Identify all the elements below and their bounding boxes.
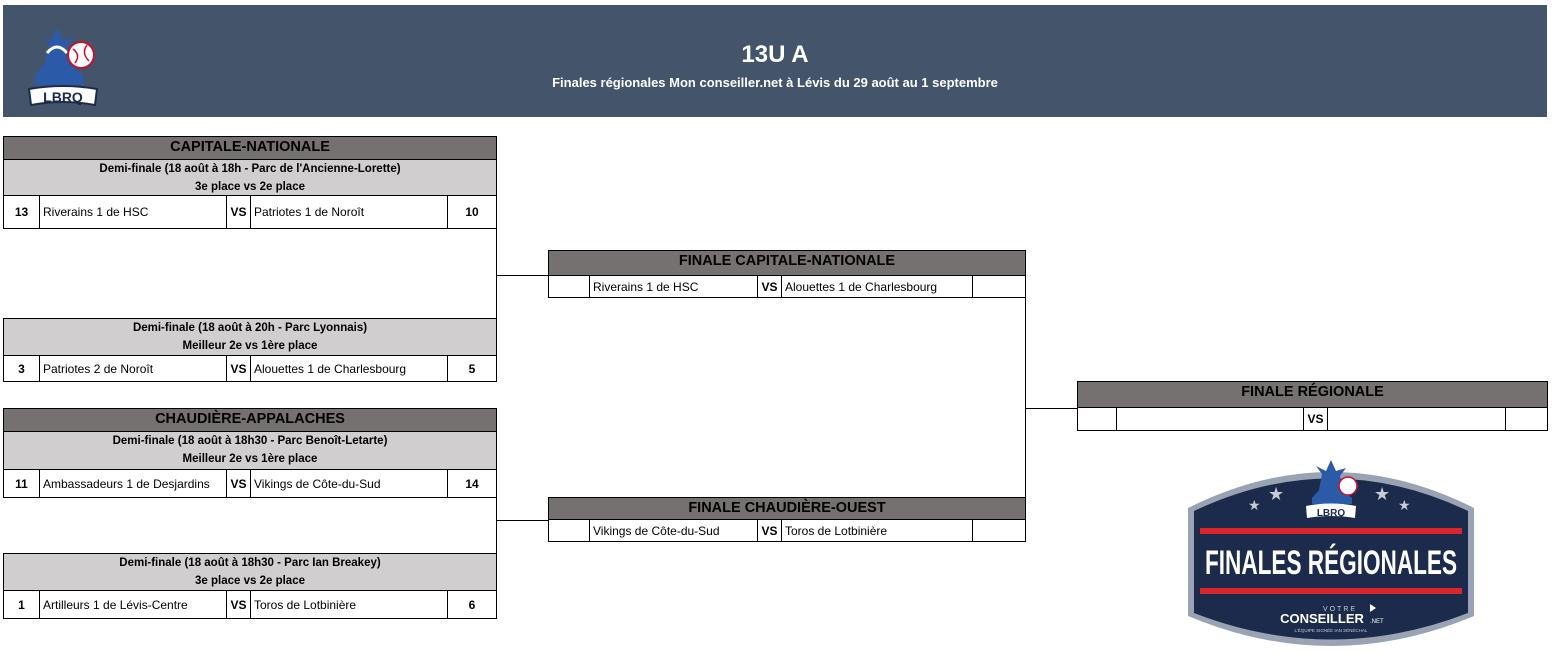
section-header-capitale: CAPITALE-NATIONALE [3,136,497,160]
match-row-capitale-1: 13 Riverains 1 de HSC VS Patriotes 1 de … [3,196,497,229]
match-row-chaudiere-2: 1 Artilleurs 1 de Lévis-Centre VS Toros … [3,591,497,619]
svg-text:FINALES RÉGIONALES: FINALES RÉGIONALES [1205,544,1457,582]
match-row-capitale-2: 3 Patriotes 2 de Noroît VS Alouettes 1 d… [3,356,497,382]
lbrq-logo: LBRQ [27,27,99,107]
semi-header-line1: Demi-finale (18 août à 18h - Parc de l'A… [99,163,401,175]
svg-text:LBRQ: LBRQ [43,89,83,105]
vs-label: VS [227,470,251,497]
team-cell: Ambassadeurs 1 de Desjardins [40,470,227,497]
bracket-line [496,275,549,276]
team-cell: Toros de Lotbinière [251,591,448,618]
score-cell [973,520,1025,541]
bracket-line [496,520,549,521]
team-cell: Patriotes 2 de Noroît [40,356,227,381]
bracket-line [496,229,497,318]
team-cell: Riverains 1 de HSC [590,276,758,297]
svg-text:LBRQ: LBRQ [1317,508,1346,519]
score-cell: 10 [465,205,479,219]
vs-label: VS [227,591,251,618]
section-header-final-regionale: FINALE RÉGIONALE [1077,381,1548,408]
score-cell: 6 [468,597,476,612]
star-icon: ★ [1398,498,1411,514]
semi-header-capitale-2: Demi-finale (18 août à 20h - Parc Lyonna… [3,318,497,356]
vs-label: VS [1304,408,1328,430]
score-cell: 5 [468,361,476,376]
vs-label: VS [227,356,251,381]
score-cell: 3 [4,356,40,381]
team-cell [1117,408,1304,430]
section-header-chaudiere: CHAUDIÈRE-APPALACHES [3,408,497,432]
vs-label: VS [227,196,251,228]
team-cell [1328,408,1506,430]
team-cell: Patriotes 1 de Noroît [251,196,448,228]
score-cell: 13 [4,196,40,228]
semi-header-line2: 3e place vs 2e place [195,575,305,587]
semi-header-capitale-1: Demi-finale (18 août à 18h - Parc de l'A… [3,160,497,196]
svg-text:.NET: .NET [1370,619,1384,625]
match-row-chaudiere-1: 11 Ambassadeurs 1 de Desjardins VS Vikin… [3,470,497,498]
semi-header-line1: Demi-finale (18 août à 18h30 - Parc Beno… [112,435,388,447]
semi-header-chaudiere-1: Demi-finale (18 août à 18h30 - Parc Beno… [3,432,497,470]
match-row-final-capitale: Riverains 1 de HSC VS Alouettes 1 de Cha… [548,276,1026,298]
score-cell [1078,408,1117,430]
vs-label: VS [758,276,782,297]
team-cell: Alouettes 1 de Charlesbourg [251,356,448,381]
vs-label: VS [758,520,782,541]
team-cell: Riverains 1 de HSC [40,196,227,228]
team-cell: Toros de Lotbinière [782,520,973,541]
score-cell: 14 [465,476,479,491]
page-subtitle: Finales régionales Mon conseiller.net à … [552,75,998,90]
bracket-line [496,498,497,553]
svg-text:VOTRE: VOTRE [1323,606,1357,613]
score-cell: 11 [4,470,40,497]
bracket-line [1025,298,1026,497]
score-cell [549,276,590,297]
semi-header-line2: Meilleur 2e vs 1ère place [182,340,318,352]
bracket-line [1025,408,1078,409]
page-title: 13U A [741,41,809,68]
semi-header-line2: Meilleur 2e vs 1ère place [182,453,318,465]
section-header-final-capitale: FINALE CAPITALE-NATIONALE [548,250,1026,276]
semi-header-line1: Demi-finale (18 août à 20h - Parc Lyonna… [132,322,368,334]
match-row-final-regionale: VS [1077,408,1548,431]
score-cell [1506,408,1547,430]
semi-header-chaudiere-2: Demi-finale (18 août à 18h30 - Parc Ian … [3,553,497,591]
semi-header-line2: 3e place vs 2e place [195,181,305,193]
page-header: LBRQ 13U A Finales régionales Mon consei… [3,5,1547,117]
team-cell: Vikings de Côte-du-Sud [590,520,758,541]
svg-text:CONSEILLER: CONSEILLER [1280,611,1364,626]
team-cell: Alouettes 1 de Charlesbourg [782,276,973,297]
svg-text:L'ÉQUIPE SIGNÉE IAN SÉNÉCHAL: L'ÉQUIPE SIGNÉE IAN SÉNÉCHAL [1295,627,1368,633]
score-cell [549,520,590,541]
team-cell: Vikings de Côte-du-Sud [251,470,448,497]
section-header-final-chaudiere: FINALE CHAUDIÈRE-OUEST [548,497,1026,520]
star-icon: ★ [1248,498,1261,514]
star-icon: ★ [1374,484,1390,505]
score-cell [973,276,1025,297]
star-icon: ★ [1268,484,1284,505]
team-cell: Artilleurs 1 de Lévis-Centre [40,591,227,618]
finales-regionales-badge: ★ ★ ★ ★ LBRQ FINALES RÉGIONALES VOTRE CO… [1188,460,1474,646]
semi-header-line1: Demi-finale (18 août à 18h30 - Parc Ian … [119,557,381,569]
match-row-final-chaudiere: Vikings de Côte-du-Sud VS Toros de Lotbi… [548,520,1026,542]
score-cell: 1 [4,591,40,618]
